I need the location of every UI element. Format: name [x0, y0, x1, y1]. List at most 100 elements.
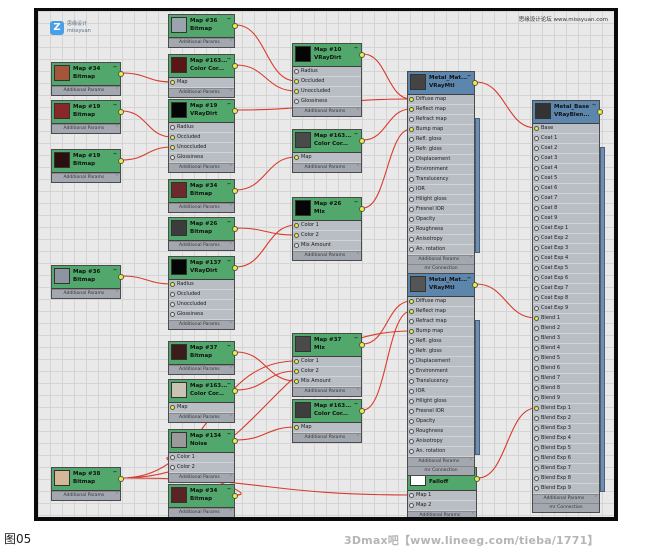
input-socket-icon[interactable]	[409, 217, 414, 222]
output-socket-icon[interactable]	[232, 23, 238, 29]
input-socket-icon[interactable]	[534, 146, 539, 151]
input-socket-icon[interactable]	[534, 476, 539, 481]
input-slot[interactable]: Coat 1	[533, 134, 599, 144]
input-slot[interactable]: Color 1	[293, 221, 361, 231]
input-slot[interactable]: Coat 5	[533, 174, 599, 184]
input-slot[interactable]: Mix Amount	[293, 377, 361, 387]
additional-params-rollout[interactable]: Additional Params˅	[408, 511, 476, 517]
input-slot[interactable]: Blend Exp 9	[533, 484, 599, 494]
input-socket-icon[interactable]	[409, 147, 414, 152]
minimize-icon[interactable]: –	[227, 484, 231, 493]
input-slot[interactable]: Unoccluded	[169, 143, 234, 153]
input-socket-icon[interactable]	[534, 206, 539, 211]
input-slot[interactable]: Blend 4	[533, 344, 599, 354]
input-socket-icon[interactable]	[170, 135, 175, 140]
input-socket-icon[interactable]	[170, 302, 175, 307]
input-socket-icon[interactable]	[534, 286, 539, 291]
minimize-icon[interactable]: –	[113, 100, 117, 109]
additional-params-rollout[interactable]: Additional Params˅	[169, 413, 234, 422]
chevron-down-icon[interactable]: ˅	[594, 496, 597, 501]
input-socket-icon[interactable]	[409, 197, 414, 202]
chevron-down-icon[interactable]: ˅	[356, 253, 359, 258]
input-socket-icon[interactable]	[534, 226, 539, 231]
additional-params-rollout[interactable]: Additional Params˅	[52, 173, 120, 182]
additional-params-rollout[interactable]: Additional Params˅	[169, 508, 234, 517]
input-socket-icon[interactable]	[170, 465, 175, 470]
minimize-icon[interactable]: –	[227, 99, 231, 108]
input-slot[interactable]: An. rotation	[408, 245, 474, 255]
input-slot[interactable]: Blend Exp 3	[533, 424, 599, 434]
input-socket-icon[interactable]	[534, 296, 539, 301]
input-socket-icon[interactable]	[409, 379, 414, 384]
input-socket-icon[interactable]	[294, 79, 299, 84]
input-socket-icon[interactable]	[534, 236, 539, 241]
chevron-down-icon[interactable]: ˅	[469, 459, 472, 464]
input-slot[interactable]: Color 2	[169, 463, 234, 473]
chevron-down-icon[interactable]: ˅	[229, 90, 232, 95]
input-socket-icon[interactable]	[534, 386, 539, 391]
connection-wire[interactable]	[362, 310, 412, 411]
chevron-down-icon[interactable]: ˅	[115, 291, 118, 296]
input-socket-icon[interactable]	[409, 97, 414, 102]
input-socket-icon[interactable]	[409, 247, 414, 252]
additional-params-rollout[interactable]: Additional Params˅	[52, 289, 120, 298]
input-socket-icon[interactable]	[534, 316, 539, 321]
input-socket-icon[interactable]	[534, 136, 539, 141]
connection-wire[interactable]	[362, 128, 412, 209]
input-slot[interactable]: Radius	[169, 123, 234, 133]
input-socket-icon[interactable]	[409, 493, 414, 498]
input-socket-icon[interactable]	[409, 319, 414, 324]
connection-wire[interactable]	[121, 110, 173, 138]
input-slot[interactable]: Glossiness	[293, 97, 361, 107]
minimize-icon[interactable]: –	[113, 467, 117, 476]
input-socket-icon[interactable]	[534, 166, 539, 171]
output-socket-icon[interactable]	[472, 282, 478, 288]
additional-params-rollout[interactable]: Additional Params˅	[169, 241, 234, 250]
additional-params-rollout[interactable]: Additional Params˅	[169, 38, 234, 47]
input-slot[interactable]: Refr. gloss	[408, 145, 474, 155]
input-socket-icon[interactable]	[534, 306, 539, 311]
input-slot[interactable]: Radius	[293, 67, 361, 77]
input-socket-icon[interactable]	[409, 329, 414, 334]
input-slot[interactable]: Roughness	[408, 225, 474, 235]
input-slot[interactable]: Color 2	[293, 367, 361, 377]
output-socket-icon[interactable]	[359, 342, 365, 348]
chevron-down-icon[interactable]: ˅	[115, 126, 118, 131]
input-slot[interactable]: Translucency	[408, 175, 474, 185]
chevron-down-icon[interactable]: ˅	[229, 510, 232, 515]
input-socket-icon[interactable]	[534, 436, 539, 441]
input-socket-icon[interactable]	[534, 276, 539, 281]
additional-params-rollout[interactable]: Additional Params˅	[293, 107, 361, 116]
additional-params-rollout[interactable]: Additional Params˅	[169, 365, 234, 374]
input-slot[interactable]: Reflect map	[408, 105, 474, 115]
input-slot[interactable]: Anisotropy	[408, 235, 474, 245]
output-socket-icon[interactable]	[232, 493, 238, 499]
input-socket-icon[interactable]	[534, 456, 539, 461]
input-socket-icon[interactable]	[294, 243, 299, 248]
input-slot[interactable]: Blend 9	[533, 394, 599, 404]
additional-params-rollout[interactable]: Additional Params˅	[408, 457, 474, 466]
input-socket-icon[interactable]	[294, 69, 299, 74]
minimize-icon[interactable]: –	[354, 43, 358, 52]
output-socket-icon[interactable]	[118, 109, 124, 115]
connection-wire[interactable]	[121, 330, 412, 479]
chevron-down-icon[interactable]: ˅	[229, 415, 232, 420]
chevron-down-icon[interactable]: ˅	[469, 257, 472, 262]
output-socket-icon[interactable]	[597, 109, 603, 115]
additional-params-rollout[interactable]: Additional Params˅	[52, 86, 120, 95]
minimize-icon[interactable]: –	[227, 54, 231, 63]
output-socket-icon[interactable]	[359, 206, 365, 212]
node-header[interactable]: Metal_Mat...VRayMtl–	[408, 71, 474, 95]
mr-connection-rollout[interactable]: mr Connection	[408, 466, 474, 475]
output-socket-icon[interactable]	[118, 71, 124, 77]
